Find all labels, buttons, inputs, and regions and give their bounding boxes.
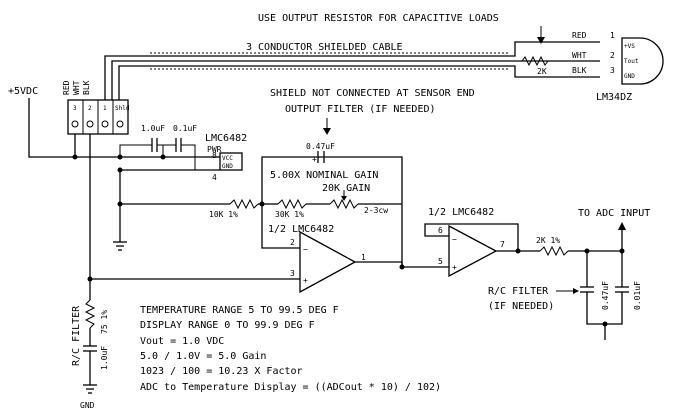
input-rc-filter: 75 1% 1.0uF R/C FILTER GND xyxy=(71,279,109,410)
info-block: TEMPERATURE RANGE 5 TO 99.5 DEG F DISPLA… xyxy=(140,305,441,393)
svg-text:RED: RED xyxy=(62,80,71,95)
rc-left-cap-label: 1.0uF xyxy=(100,346,109,370)
svg-text:+: + xyxy=(452,263,457,272)
svg-text:+: + xyxy=(312,155,317,164)
svg-text:Shld: Shld xyxy=(115,105,130,112)
junction xyxy=(117,167,123,173)
cable-wire-red xyxy=(104,55,150,100)
svg-text:8: 8 xyxy=(212,151,217,160)
ground-symbol xyxy=(113,241,127,251)
svg-text:0.01uF: 0.01uF xyxy=(633,281,642,310)
cap-1uf-label: 1.0uF xyxy=(141,124,165,133)
arrow-head xyxy=(537,37,545,44)
svg-text:5: 5 xyxy=(438,257,443,266)
info-line-5: 1023 / 100 = 10.23 X Factor xyxy=(140,366,303,377)
junction xyxy=(399,264,405,270)
gnd-label: GND xyxy=(80,401,95,410)
info-line-1: TEMPERATURE RANGE 5 TO 99.5 DEG F xyxy=(140,305,339,316)
info-line-6: ADC to Temperature Display = ((ADCout * … xyxy=(140,382,441,393)
cap-01uf-label: 0.1uF xyxy=(173,124,197,133)
pot-pins-label: 2-3cw xyxy=(364,206,388,215)
sensor-pin-1: 1 xyxy=(610,31,615,40)
sensor-wire-blk-label: BLK xyxy=(572,66,587,75)
r-input-label: 10K 1% xyxy=(209,210,238,219)
supply-ic: LMC6482 PWR 8 4 VCC GND xyxy=(120,133,247,182)
output-rc-filter: 0.47uF 0.01uF xyxy=(580,251,642,340)
note-output-filter: OUTPUT FILTER (IF NEEDED) xyxy=(285,104,436,115)
rc-left-resistor-label: 75 1% xyxy=(100,310,109,334)
supply-ic-part: LMC6482 xyxy=(205,133,247,144)
svg-text:3: 3 xyxy=(73,105,77,112)
svg-text:−: − xyxy=(303,245,308,254)
cable-wire-blk xyxy=(118,65,150,100)
svg-text:3: 3 xyxy=(290,269,295,278)
svg-text:0.47uF: 0.47uF xyxy=(601,281,610,310)
rc-filter-right-label: R/C FILTER xyxy=(488,286,549,297)
svg-text:PWR: PWR xyxy=(207,145,222,154)
svg-text:1: 1 xyxy=(103,105,107,112)
opamp-gain-stage: − + 1/2 LMC6482 2 3 1 xyxy=(268,224,366,294)
sensor-wire-red-label: RED xyxy=(572,31,587,40)
svg-text:1: 1 xyxy=(361,253,366,262)
decoupling-caps: 1.0uF 0.1uF xyxy=(117,124,197,170)
svg-text:2: 2 xyxy=(290,238,295,247)
feedback-network: 30K 1% 20K GAIN 2-3cw 5.00X NOMINAL GAIN… xyxy=(261,142,403,267)
pot-label: 20K GAIN xyxy=(322,183,370,194)
svg-text:6: 6 xyxy=(438,226,443,235)
svg-text:4: 4 xyxy=(212,173,217,182)
rc-filter-left-label: R/C FILTER xyxy=(71,305,82,366)
r-out-label: 2K 1% xyxy=(536,236,560,245)
gain-note: 5.00X NOMINAL GAIN xyxy=(270,170,378,181)
sensor-part: LM34DZ xyxy=(596,92,632,103)
filter-arrow-head xyxy=(323,128,331,135)
r-feedback-label: 30K 1% xyxy=(275,210,304,219)
opamp-buffer-stage: − + 1/2 LMC6482 6 5 7 xyxy=(424,207,540,278)
sensor-pin-vs: +VS xyxy=(624,43,635,50)
sensor-resistor-label: 2K xyxy=(537,67,547,76)
filter-cap-label: 0.47uF xyxy=(306,142,335,151)
to-adc-label: TO ADC INPUT xyxy=(578,208,650,219)
supply-rail xyxy=(28,98,205,158)
svg-text:BLK: BLK xyxy=(82,80,91,95)
sensor-end: RED 1 WHT 2 BLK 3 2K +VS Tout GND LM34DZ xyxy=(510,31,664,103)
sensor-pin-2: 2 xyxy=(610,51,615,60)
svg-text:7: 7 xyxy=(500,240,505,249)
output-wire xyxy=(568,226,623,252)
svg-text:VCC: VCC xyxy=(222,155,233,162)
svg-text:GND: GND xyxy=(222,163,233,170)
rc-filter-right-sub: (IF NEEDED) xyxy=(488,301,554,312)
info-line-4: 5.0 / 1.0V = 5.0 Gain xyxy=(140,351,266,362)
sensor-pin-tout: Tout xyxy=(624,58,639,65)
info-line-2: DISPLAY RANGE 0 TO 99.9 DEG F xyxy=(140,320,315,331)
cable-wire-wht xyxy=(111,60,150,100)
note-shield: SHIELD NOT CONNECTED AT SENSOR END xyxy=(270,88,475,99)
supply-label: +5VDC xyxy=(8,86,38,97)
terminal-connector: 3 2 1 Shld xyxy=(67,99,130,135)
svg-text:WHT: WHT xyxy=(72,80,81,95)
output-arrow xyxy=(618,222,626,230)
sensor-pin-gnd: GND xyxy=(624,73,635,80)
resistor-2k-output xyxy=(539,245,569,257)
cable-label: 3 CONDUCTOR SHIELDED CABLE xyxy=(246,42,403,53)
note-output-resistor: USE OUTPUT RESISTOR FOR CAPACITIVE LOADS xyxy=(258,13,499,24)
wire-color-labels: RED WHT BLK xyxy=(62,80,91,95)
sensor-pin-3: 3 xyxy=(610,66,615,75)
resistor-10k xyxy=(229,198,259,210)
junction xyxy=(72,154,78,160)
opamp1-label: 1/2 LMC6482 xyxy=(268,224,334,235)
svg-text:−: − xyxy=(452,235,457,244)
rc-arrow-head xyxy=(573,288,579,294)
shielded-cable xyxy=(150,52,510,70)
svg-text:2: 2 xyxy=(88,105,92,112)
sensor-wire-wht-label: WHT xyxy=(572,51,587,60)
opamp2-label: 1/2 LMC6482 xyxy=(428,207,494,218)
info-line-3: Vout = 1.0 VDC xyxy=(140,336,224,347)
svg-text:+: + xyxy=(303,276,308,285)
